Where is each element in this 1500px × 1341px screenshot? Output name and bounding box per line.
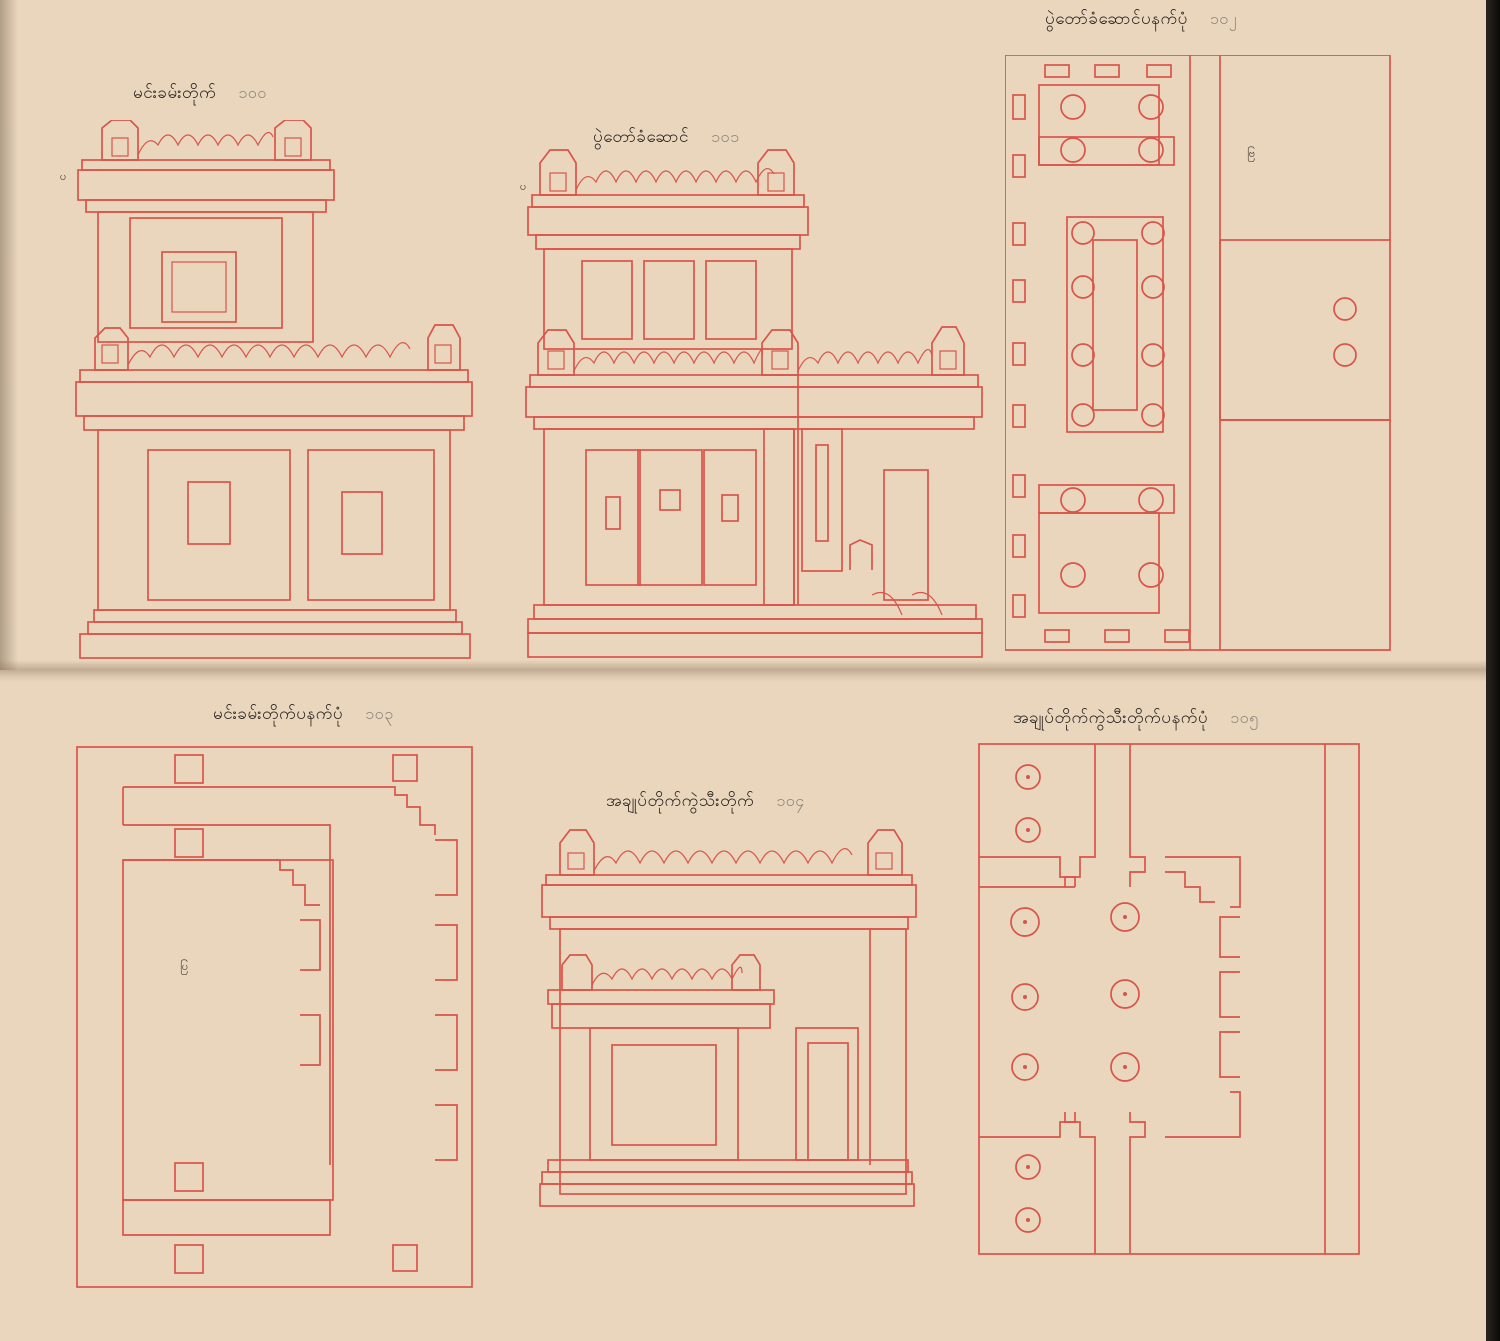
page-fold (0, 660, 1490, 682)
title-text: ပွဲတော်ခံ​ဆောင် (593, 127, 689, 147)
title-text: ပွဲတော်ခံ​ဆောင်ပနက်ပုံ (1045, 9, 1188, 29)
page-number: ၁၀၁ (710, 127, 740, 146)
elevation-label: ပ (60, 170, 66, 183)
page-number: ၁၀၃ (365, 704, 394, 723)
drawing-title-101: ပွဲတော်ခံ​ဆောင် ၁၀၁ (593, 126, 739, 151)
title-text: မင်းခမ်းတိုက် (133, 83, 217, 103)
elevation-drawing-101: ပ (520, 149, 983, 658)
floor-plan-102: ဗြ (1005, 55, 1391, 651)
floor-plan-103: ပြ (76, 746, 473, 1288)
scan-border (1486, 0, 1500, 1341)
plan-room-label: ဗြ (1247, 146, 1255, 162)
drawing-title-103: မင်းခမ်းတိုက်ပနက်ပုံ ၁၀၃ (213, 703, 394, 728)
drawing-title-104: အချုပ်တိုက်ကွဲသီးတိုက် ၁၀၄ (606, 790, 805, 815)
elevation-drawing-100: ပ (60, 120, 473, 659)
drawing-title-105: အချုပ်တိုက်ကွဲသီးတိုက်ပနက်ပုံ ၁၀၅ (1013, 707, 1259, 732)
floor-plan-105 (978, 743, 1360, 1255)
elevation-drawing-104 (539, 829, 917, 1207)
page-edge-shadow (0, 0, 18, 670)
title-text: အချုပ်တိုက်ကွဲသီးတိုက် (606, 791, 755, 811)
page-number: ၁၀၂ (1209, 9, 1238, 28)
elevation-label: ပ (520, 180, 526, 193)
drawing-title-102: ပွဲတော်ခံ​ဆောင်ပနက်ပုံ ၁၀၂ (1045, 8, 1237, 33)
page-number: ၁၀၄ (776, 791, 805, 810)
page-number: ၁၀၀ (238, 83, 267, 102)
plan-room-label: ပြ (180, 959, 188, 975)
title-text: အချုပ်တိုက်ကွဲသီးတိုက်ပနက်ပုံ (1013, 708, 1209, 728)
page-number: ၁၀၅ (1230, 708, 1259, 727)
drawing-title-100: မင်းခမ်းတိုက် ၁၀၀ (133, 82, 267, 107)
title-text: မင်းခမ်းတိုက်ပနက်ပုံ (213, 704, 344, 724)
